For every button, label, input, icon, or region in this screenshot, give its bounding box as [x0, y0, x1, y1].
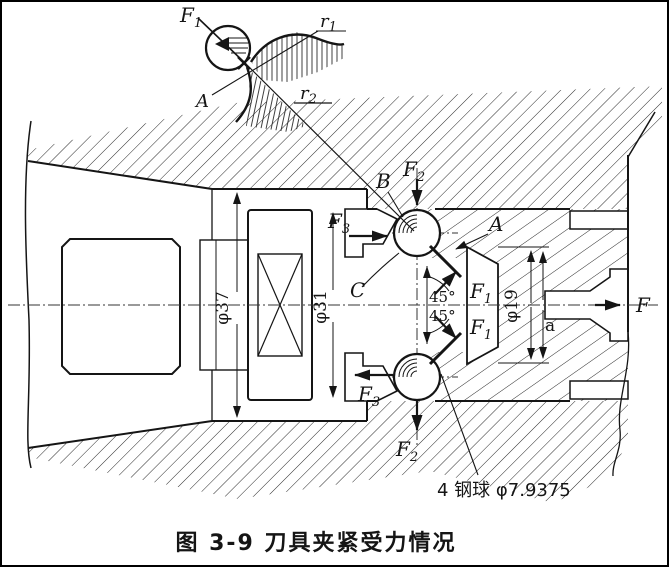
- housing-notch-bottom: [569, 380, 629, 400]
- r1-surface-hatch: [252, 32, 344, 82]
- angle-dimension: [423, 266, 450, 344]
- ball-sleeve-upper: [344, 208, 399, 258]
- f1-upper-arrow: [434, 271, 457, 295]
- f3-lower-label: F3: [357, 382, 380, 410]
- ball-note-leader: [440, 373, 479, 476]
- phi31-label: φ31: [311, 290, 331, 324]
- detail-connector-line: [245, 63, 415, 232]
- angle-lower-label: 45°: [429, 307, 456, 325]
- figure-caption: 图 3-9 刀具夹紧受力情况: [175, 530, 456, 556]
- spindle-left-break-curve: [24, 120, 32, 469]
- r1-label: r1: [320, 11, 337, 35]
- drawbar-head-window: [466, 245, 499, 366]
- white-parts: [61, 208, 629, 402]
- phi19-label: φ19: [502, 289, 522, 323]
- point-b-label: B: [375, 169, 391, 193]
- gap-a-label: a: [545, 316, 555, 336]
- f1-lower-label: F1: [469, 315, 492, 343]
- f1-upper-label: F1: [469, 279, 492, 307]
- f1-lower-arrow: [434, 315, 457, 339]
- tool-head-block: [61, 238, 181, 375]
- phi37-label: φ37: [213, 291, 233, 325]
- leader-lines: [245, 63, 489, 476]
- ball-shading-arcs: [398, 214, 418, 378]
- locking-balls: [392, 208, 442, 402]
- labels: F1 A r1 r2 B A C F2 F2 F3 F3 F1 F1 F a 4…: [179, 3, 651, 501]
- axial-force-label: F: [635, 293, 651, 317]
- point-a-label: A: [487, 212, 503, 236]
- diameter-dimensions: [233, 192, 549, 418]
- ball-sleeve-lower: [344, 352, 399, 402]
- angle-upper-label: 45°: [429, 288, 456, 306]
- housing-outlines: [24, 111, 656, 477]
- r1-surface-curve: [249, 33, 345, 63]
- r2-surface-hatch: [246, 68, 306, 132]
- upper-ball: [392, 208, 442, 258]
- f2-upper-label: F2: [402, 157, 425, 185]
- point-c-label: C: [350, 278, 365, 302]
- f2-lower-label: F2: [395, 437, 418, 465]
- f3-upper-label: F3: [327, 209, 350, 237]
- r2-label: r2: [300, 83, 317, 107]
- force-arrows: [349, 179, 621, 431]
- point-b-leader: [387, 191, 404, 218]
- ball-note: 4 钢球 φ7.9375: [437, 480, 571, 501]
- point-a-leader: [455, 233, 489, 250]
- r2-surface-curve: [235, 66, 253, 123]
- detail-point-a-label: A: [194, 91, 209, 112]
- housing-notch-top: [569, 210, 629, 230]
- contact-detail-view: [197, 17, 346, 132]
- point-c-leader: [361, 252, 400, 288]
- detail-force-arrowhead: [215, 37, 229, 51]
- detail-f1-label: F1: [179, 3, 202, 31]
- break-line: [612, 331, 630, 477]
